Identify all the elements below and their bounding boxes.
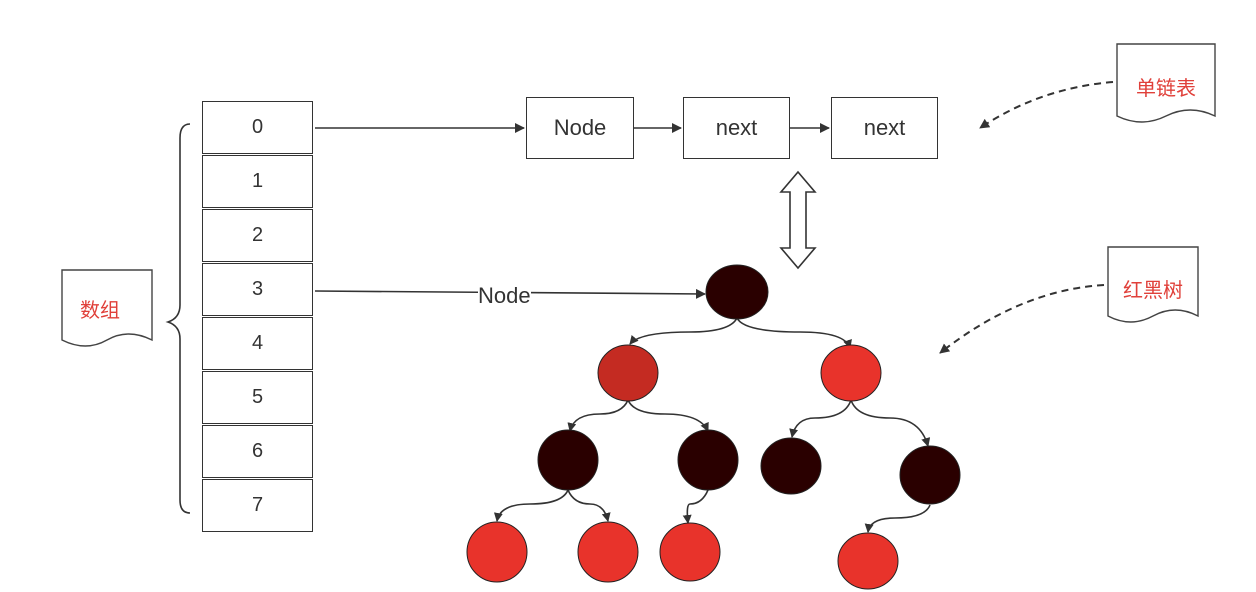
- tree-node-ll-left: [466, 521, 528, 583]
- tree-edge-l-ll: [567, 399, 629, 432]
- array-label: 数组: [80, 298, 120, 322]
- array-cell-4: 4: [202, 317, 313, 370]
- tree-edge-root-right: [736, 317, 852, 349]
- tree-node-left: [597, 344, 659, 402]
- tree-edge-l-lr: [627, 399, 709, 432]
- linked-list-pointer-arrow: [979, 81, 1114, 129]
- linked-list-label-box: [1116, 43, 1216, 123]
- tree-edge-ll-lll: [493, 489, 569, 522]
- array-cell-5: 5: [202, 371, 313, 424]
- tree-node-right-right: [899, 445, 961, 505]
- tree-edge-root-left: [629, 317, 738, 345]
- tree-node-lr-left: [659, 522, 721, 582]
- array-label-box: [61, 269, 153, 347]
- tree-pointer-arrow: [939, 284, 1105, 354]
- tree-node-right: [820, 344, 882, 402]
- array-cell-3: 3: [202, 263, 313, 316]
- tree-node-right-left: [760, 437, 822, 495]
- array-cell-0: 0: [202, 101, 313, 154]
- tree-node-root: [705, 264, 769, 320]
- tree-edge-r-rr: [850, 399, 931, 447]
- tree-label-box: [1107, 246, 1199, 323]
- tree-node-left-right: [677, 429, 739, 491]
- array-cell-1: 1: [202, 155, 313, 208]
- red-black-tree-label: 红黑树: [1123, 278, 1183, 302]
- array-cell-7: 7: [202, 479, 313, 532]
- tree-link-label: Node: [478, 283, 531, 309]
- tree-edge-rr-rrl: [864, 504, 931, 533]
- linked-list-node-next-1: next: [683, 97, 790, 159]
- array-cell-2: 2: [202, 209, 313, 262]
- linked-list-label: 单链表: [1136, 76, 1196, 100]
- linked-list-node-head: Node: [526, 97, 634, 159]
- tree-edge-lr-lrl: [682, 489, 709, 524]
- array-cell-6: 6: [202, 425, 313, 478]
- conversion-double-arrow: [779, 170, 817, 270]
- tree-edge-ll-llr: [567, 489, 611, 522]
- tree-node-left-left: [537, 429, 599, 491]
- tree-node-ll-right: [577, 521, 639, 583]
- tree-node-rr-left: [837, 532, 899, 590]
- linked-list-node-next-2: next: [831, 97, 938, 159]
- tree-edge-r-rl: [789, 399, 852, 438]
- array-brace: [165, 123, 191, 514]
